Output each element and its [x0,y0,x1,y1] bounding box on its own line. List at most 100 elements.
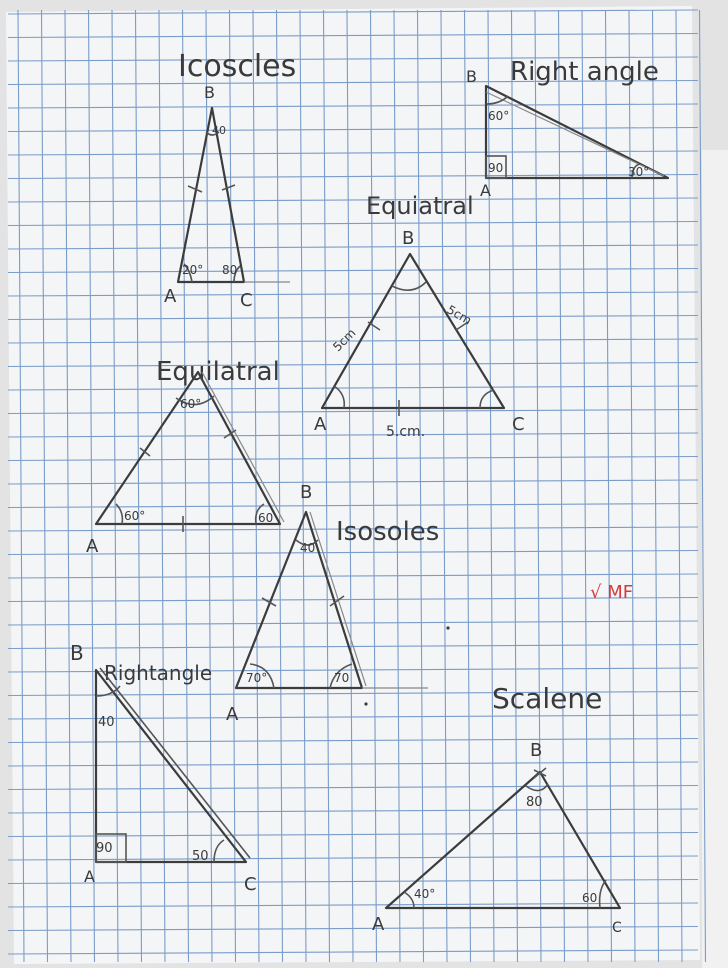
angle-arc-left [183,263,193,283]
grid-line-vertical [87,9,96,963]
tick-mark-left [367,321,381,331]
tick-mark-right [223,429,237,439]
grid-line-horizontal [7,902,699,908]
angle-label-right: 80 [222,263,237,277]
double-stroke-hypotenuse [485,91,665,177]
tick-mark-right [455,321,469,331]
grid-line-horizontal [7,126,699,133]
angle-label-top: 40 [300,541,315,555]
grid-line-horizontal [7,361,699,368]
grid-line-horizontal [7,737,699,744]
double-stroke-hypotenuse [99,667,251,859]
figure-equilateral-right: Equiatral B A C 5cm 5cm 5.cm. [314,192,525,440]
triangle-right-angle-top [484,84,670,180]
side-label-base: 5.cm. [386,424,425,440]
grid-line-horizontal [7,808,699,814]
grid-line-vertical [651,9,660,963]
grid-line-vertical [346,9,354,963]
title-scalene: Scalene [492,682,602,715]
grid-line-horizontal [7,56,699,62]
tick-mark-left [261,597,277,607]
grid-line-horizontal [7,79,699,86]
grid-line-horizontal [7,526,699,532]
figure-equilateral-left: Equilatral A 60° 60° 60 [86,357,285,557]
angle-arc-left [249,663,275,689]
grid-line-horizontal [7,220,699,227]
angle-arc-apex [295,539,319,546]
grid-line-horizontal [7,620,699,626]
grid-line-vertical [581,9,589,963]
grid-line-vertical [40,9,49,963]
vertex-label-b: B [530,740,542,761]
grid-line-vertical [322,9,331,963]
angle-label-apex: 40 [212,124,226,137]
grid-line-horizontal [7,244,699,250]
grid-line-horizontal [7,690,699,697]
vertex-label-b: B [204,83,215,102]
vertex-label-a: A [372,914,385,935]
grid-line-vertical [252,9,260,963]
grid-line-vertical [111,9,119,963]
figure-isosceles-top: Icoscles B A C 40 20° 80 [164,49,296,311]
angle-label-right: 30° [628,165,649,179]
grid-line-horizontal [7,338,699,344]
angle-arc-apex [175,395,215,406]
vertex-label-b: B [70,641,84,665]
grid-line-horizontal [7,32,699,39]
grid-line-vertical [275,9,284,963]
tick-mark-right [329,595,345,607]
grid-line-horizontal [7,103,699,109]
grid-line-vertical [604,9,613,963]
grid-line-horizontal [7,291,699,297]
angle-arc-top [485,95,509,105]
angle-label-left: 20° [182,263,203,277]
grid-line-vertical [698,9,707,963]
grid-line-vertical [64,9,72,963]
grid-line-horizontal [7,455,699,462]
grid-line-vertical [534,9,542,963]
grid-line-vertical [628,9,636,963]
angle-arc-left [403,891,415,909]
angle-arc-right [479,389,495,409]
teacher-check-mark: √ MF [590,582,633,603]
grid-line-vertical [134,9,143,963]
vertex-label-a: A [164,286,177,307]
grid-line-horizontal [7,150,699,156]
angle-label-left: 40° [414,887,435,901]
angle-label-right: 70 [334,671,349,685]
angle-arc-apex [205,131,220,136]
grid-line-vertical [17,9,25,963]
grid-line-horizontal [7,573,699,579]
double-stroke-right-side [309,511,367,687]
grid-line-vertical [416,9,425,963]
grid-line-horizontal [7,831,699,838]
angle-label-corner: 90 [488,161,503,175]
grid-line-vertical [205,9,213,963]
figure-right-angle-bottom: Rightangle B A C 40 90 50 [70,641,257,895]
tick-mark-left [187,185,203,193]
angle-arc-left [333,385,346,409]
grid-line-horizontal [7,667,699,673]
pencil-dot [364,702,368,706]
figure-isosceles-middle: Isosoles B A 40 70° 70 [226,482,450,725]
figure-right-angle-top: Right angle B A 60° 90 30° [466,57,670,200]
angle-label-corner: 90 [96,841,113,856]
vertex-label-b: B [402,228,414,249]
grid-line-vertical [228,9,237,963]
grid-line-vertical [393,9,401,963]
grid-line-horizontal [7,502,699,509]
apex-cross-mark [533,767,547,779]
vertex-label-b: B [300,482,312,503]
triangle-scalene [384,770,622,910]
angle-arc-right [254,503,265,525]
title-isosceles-top: Icoscles [178,49,296,84]
angle-label-top: 40 [98,715,115,730]
grid-line-horizontal [7,878,699,885]
grid-line-vertical [369,9,378,963]
grid-line-vertical [463,9,472,963]
grid-line-vertical [440,9,448,963]
angle-label-left: 70° [246,671,267,685]
vertex-label-c: C [240,290,253,311]
triangle-isosceles-middle [234,510,364,690]
vertex-label-a: A [480,181,491,200]
